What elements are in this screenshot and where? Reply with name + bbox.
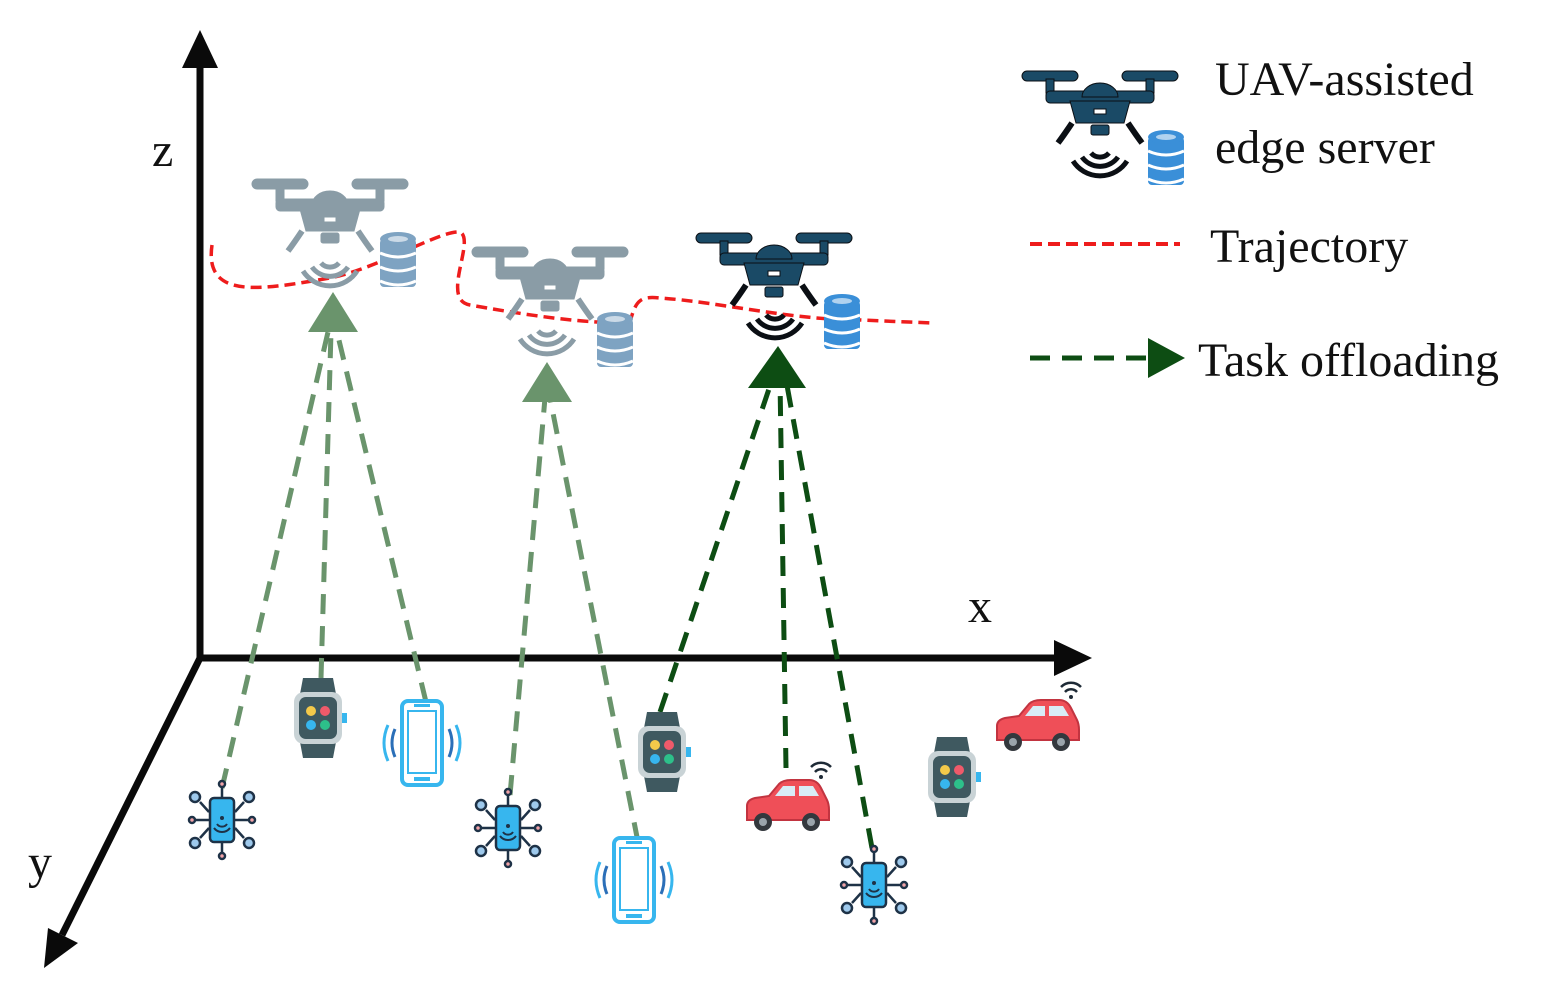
uav-2 <box>472 247 635 369</box>
y-axis-label: y <box>28 836 52 889</box>
y-axis-arrowhead <box>44 928 78 968</box>
offload-links <box>219 331 875 849</box>
wifi-icon <box>303 263 357 286</box>
iot-phone-icon <box>473 787 543 869</box>
offload-link <box>318 331 334 679</box>
z-axis-label: z <box>152 124 173 177</box>
wifi-icon <box>748 315 802 338</box>
smartphone-icon <box>382 699 462 787</box>
car-icon <box>745 761 833 833</box>
wifi-icon <box>520 331 574 354</box>
axes: z x y <box>28 30 1092 968</box>
legend-uav-label-line2: edge server <box>1215 121 1435 174</box>
smartwatch-icon <box>928 737 981 817</box>
legend-uav-label-line1: UAV-assisted <box>1215 53 1474 106</box>
legend: UAV-assisted edge server Trajectory Task… <box>1022 53 1499 387</box>
smartwatch-icon <box>294 678 347 758</box>
ground-devices <box>187 678 1083 926</box>
offload-arrowhead <box>308 292 358 332</box>
drone-icon <box>696 233 852 305</box>
offload-arrowhead <box>522 362 572 402</box>
offload-link <box>219 331 331 789</box>
database-icon <box>378 230 418 289</box>
legend-offloading-arrowhead <box>1148 338 1185 378</box>
iot-phone-icon <box>187 779 257 861</box>
offload-link <box>547 397 641 843</box>
smartphone-icon <box>594 836 674 924</box>
legend-database-icon <box>1146 128 1186 187</box>
database-icon <box>822 292 862 351</box>
legend-trajectory-label: Trajectory <box>1210 220 1408 273</box>
legend-wifi-icon <box>1073 153 1127 176</box>
database-icon <box>595 310 635 369</box>
car-icon <box>995 681 1083 753</box>
iot-phone-icon <box>839 844 909 926</box>
y-axis <box>58 656 204 937</box>
offload-link <box>507 397 548 796</box>
legend-offloading-label: Task offloading <box>1198 334 1499 387</box>
offload-arrowhead <box>748 346 806 388</box>
offload-arrowheads <box>308 292 806 402</box>
smartwatch-icon <box>638 712 691 792</box>
uav-3 <box>696 233 862 351</box>
x-axis-label: x <box>968 580 992 633</box>
offload-link <box>657 379 775 713</box>
uav-1 <box>252 179 418 289</box>
offload-link <box>334 331 429 703</box>
uav-trajectory <box>209 230 933 325</box>
z-axis-arrowhead <box>182 30 218 68</box>
offload-link <box>777 379 789 769</box>
offload-link <box>783 379 875 849</box>
x-axis-arrowhead <box>1054 640 1092 676</box>
